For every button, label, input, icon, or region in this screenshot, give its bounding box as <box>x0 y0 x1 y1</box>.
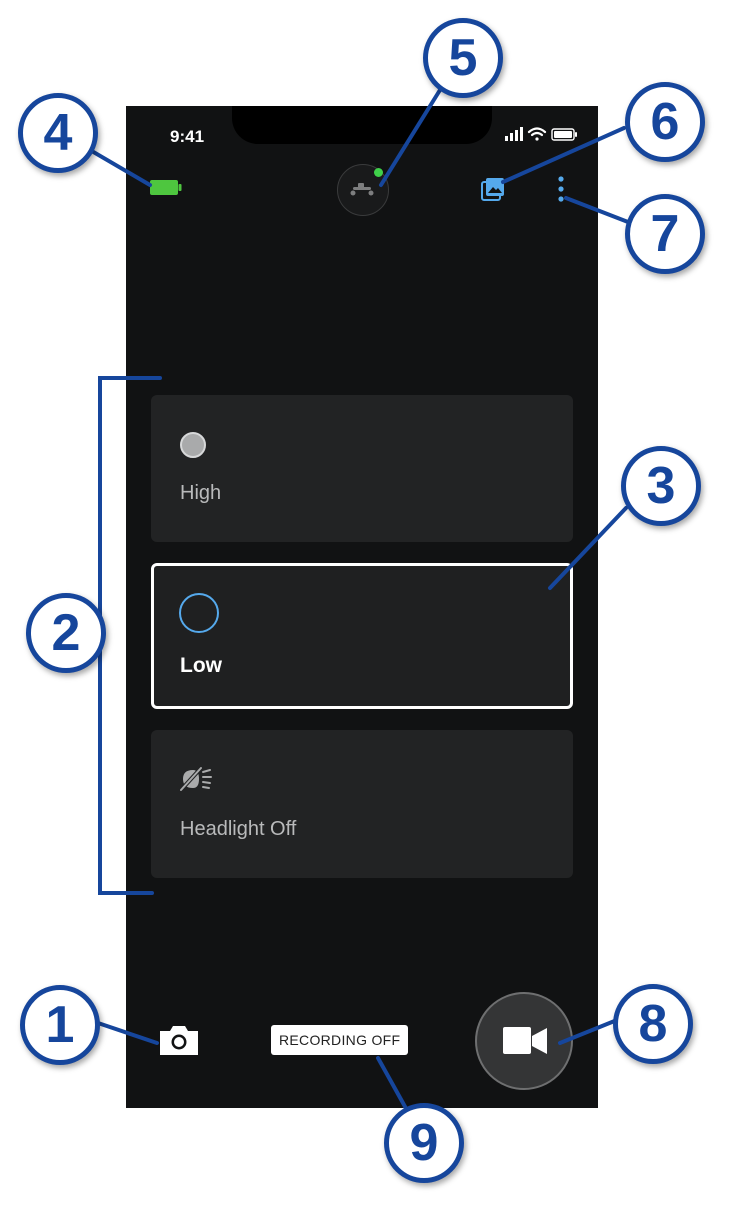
callout-8: 8 <box>613 984 693 1064</box>
mode-off-label: Headlight Off <box>180 818 297 840</box>
more-options-button[interactable] <box>552 174 570 206</box>
mode-low-label: Low <box>180 654 222 677</box>
headlight-off-icon <box>179 766 212 792</box>
callout-6: 6 <box>625 82 705 162</box>
mode-low-option[interactable]: Low <box>151 563 573 709</box>
callout-5: 5 <box>423 18 503 98</box>
bike-status-button[interactable] <box>337 164 389 216</box>
callout-7: 7 <box>625 194 705 274</box>
callout-1: 1 <box>20 985 100 1065</box>
camera-icon <box>160 1026 198 1055</box>
status-icons <box>505 126 581 149</box>
record-video-button[interactable] <box>475 992 573 1090</box>
callout-2: 2 <box>26 593 106 673</box>
callout-9: 9 <box>384 1103 464 1183</box>
high-mode-icon <box>180 432 206 458</box>
status-time: 9:41 <box>170 127 205 146</box>
photo-button[interactable] <box>157 1022 201 1058</box>
phone-battery-icon <box>551 128 577 141</box>
mode-off-option[interactable]: Headlight Off <box>151 730 573 878</box>
mode-high-label: High <box>180 482 222 504</box>
callout-4: 4 <box>18 93 98 173</box>
gallery-button[interactable] <box>478 174 508 204</box>
mode-high-option[interactable]: High <box>151 395 573 542</box>
battery-icon <box>150 180 182 195</box>
phone-notch <box>232 106 492 144</box>
recording-status-badge: RECORDING OFF <box>271 1025 409 1055</box>
bike-icon <box>350 183 374 196</box>
gallery-icon <box>481 178 504 201</box>
low-mode-icon <box>179 593 219 633</box>
video-camera-icon <box>503 1027 547 1054</box>
callout-3: 3 <box>621 446 701 526</box>
connection-dot <box>374 168 383 177</box>
wifi-icon <box>527 127 547 141</box>
more-vertical-icon <box>558 176 564 202</box>
signal-icon <box>505 127 523 141</box>
